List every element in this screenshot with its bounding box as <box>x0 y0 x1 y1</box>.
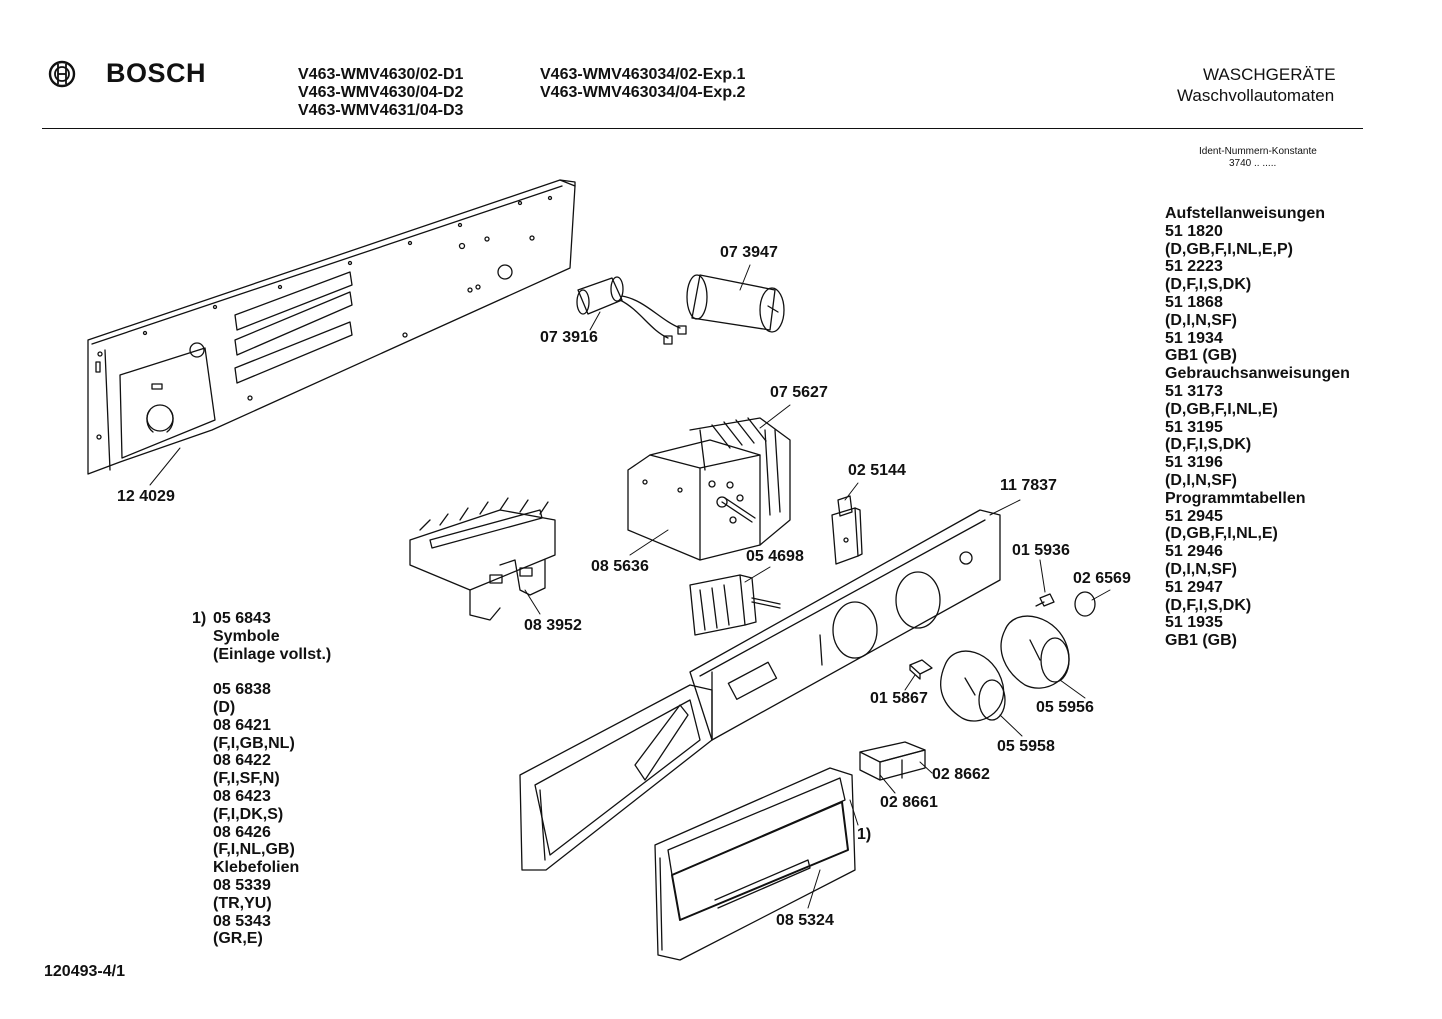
model-line: V463-WMV4631/04-D3 <box>298 102 464 119</box>
foil-item: Symbole <box>213 627 280 645</box>
temperature-selector <box>690 575 780 635</box>
part-label: 01 5936 <box>1012 542 1070 559</box>
doc-item: 51 2946 <box>1165 543 1223 561</box>
foil-item: (TR,YU) <box>213 894 272 912</box>
foil-list: 05 6843 Symbole (Einlage vollst.) 05 683… <box>213 610 331 948</box>
part-label: 02 8661 <box>880 794 938 811</box>
doc-item: 51 3195 <box>1165 418 1223 436</box>
ident-number-block: Ident-Nummern-Konstante 3740 .. ..... <box>1199 146 1317 170</box>
foil-item: 08 5343 <box>213 912 271 930</box>
foil-item: 08 6422 <box>213 752 271 770</box>
doc-item: 51 3196 <box>1165 454 1223 472</box>
part-label: 02 8662 <box>932 766 990 783</box>
doc-item: (D,GB,F,I,NL,E) <box>1165 400 1278 418</box>
foil-item: (Einlage vollst.) <box>213 645 332 663</box>
foil-item: (GR,E) <box>213 930 263 948</box>
part-label: 05 5956 <box>1036 699 1094 716</box>
drawing-number: 120493-4/1 <box>44 963 125 980</box>
foil-item: 05 6838 <box>213 681 271 699</box>
foil-item: 08 5339 <box>213 876 271 894</box>
doc-heading: Programmtabellen <box>1165 489 1306 507</box>
doc-item: 51 1934 <box>1165 329 1223 347</box>
program-timer <box>628 418 790 560</box>
switch-bank <box>410 498 555 620</box>
brand-name: BOSCH <box>106 58 207 88</box>
doc-item: 51 2223 <box>1165 258 1223 276</box>
foil-item: 08 6423 <box>213 787 271 805</box>
foil-marker: 1) <box>192 610 207 627</box>
model-line: V463-WMV463034/02-Exp.1 <box>540 66 746 83</box>
large-capacitor <box>687 275 784 332</box>
doc-item: 51 1820 <box>1165 222 1223 240</box>
doc-item: (D,GB,F,I,NL,E,P) <box>1165 240 1293 258</box>
part-label: 07 5627 <box>770 384 828 401</box>
front-control-panel <box>690 510 1000 740</box>
part-label: 12 4029 <box>117 488 175 505</box>
small-button <box>910 660 932 679</box>
model-list-export: V463-WMV463034/02-Exp.1 V463-WMV463034/0… <box>540 66 745 102</box>
part-label: 07 3947 <box>720 244 778 261</box>
document-list: Aufstellanweisungen 51 1820 (D,GB,F,I,NL… <box>1165 205 1350 650</box>
doc-item: (D,F,I,S,DK) <box>1165 276 1252 294</box>
doc-item: 51 2947 <box>1165 578 1223 596</box>
part-label: 02 5144 <box>848 462 906 479</box>
part-label: 02 6569 <box>1073 570 1131 587</box>
doc-item: (D,I,N,SF) <box>1165 471 1237 489</box>
doc-heading: Gebrauchsanweisungen <box>1165 365 1350 383</box>
category-title: WASCHGERÄTE <box>1203 65 1336 84</box>
bosch-armature-icon <box>48 60 76 88</box>
part-label: 08 5324 <box>776 912 834 929</box>
small-capacitor <box>577 277 686 344</box>
part-label: 08 3952 <box>524 617 582 634</box>
model-line: V463-WMV463034/04-Exp.2 <box>540 84 746 101</box>
foil-item: (F,I,DK,S) <box>213 805 284 823</box>
part-label: 01 5867 <box>870 690 928 707</box>
foil-item: 08 6426 <box>213 823 271 841</box>
doc-item: GB1 (GB) <box>1165 632 1237 650</box>
doc-item: GB1 (GB) <box>1165 347 1237 365</box>
category-subtitle: Waschvollautomaten <box>1177 86 1335 105</box>
push-buttons <box>860 742 925 780</box>
model-line: V463-WMV4630/04-D2 <box>298 84 464 101</box>
screw-and-cap <box>1036 592 1095 616</box>
doc-heading: Aufstellanweisungen <box>1165 205 1326 222</box>
doc-item: (D,F,I,S,DK) <box>1165 596 1252 614</box>
foil-item: (F,I,GB,NL) <box>213 734 295 752</box>
drawer-front-panel <box>655 768 855 960</box>
part-label: 05 5958 <box>997 738 1055 755</box>
control-panel-frame <box>88 180 575 474</box>
suppressor <box>832 496 862 564</box>
leader-lines <box>150 265 1110 908</box>
doc-item: (D,F,I,S,DK) <box>1165 436 1252 454</box>
doc-item: 51 2945 <box>1165 507 1223 525</box>
part-label: 07 3916 <box>540 329 598 346</box>
control-knobs <box>941 616 1069 721</box>
part-label: 11 7837 <box>1000 477 1057 494</box>
ident-title: Ident-Nummern-Konstante <box>1199 146 1317 157</box>
foil-item: (D) <box>213 698 236 716</box>
ident-value: 3740 .. ..... <box>1229 158 1277 169</box>
model-list-primary: V463-WMV4630/02-D1 V463-WMV4630/04-D2 V4… <box>298 66 463 120</box>
doc-item: 51 1935 <box>1165 614 1223 632</box>
model-line: V463-WMV4630/02-D1 <box>298 66 464 83</box>
foil-item: 05 6843 <box>213 610 271 627</box>
foil-item: 08 6421 <box>213 716 271 734</box>
part-label: 1) <box>857 826 872 843</box>
doc-item: 51 1868 <box>1165 293 1223 311</box>
doc-item: (D,I,N,SF) <box>1165 311 1237 329</box>
header-rule <box>42 128 1363 129</box>
part-label: 05 4698 <box>746 548 804 565</box>
part-label: 08 5636 <box>591 558 649 575</box>
product-category: WASCHGERÄTE Waschvollautomaten <box>1177 64 1373 106</box>
foil-item: Klebefolien <box>213 859 300 877</box>
doc-item: 51 3173 <box>1165 382 1223 400</box>
doc-item: (D,GB,F,I,NL,E) <box>1165 525 1278 543</box>
doc-item: (D,I,N,SF) <box>1165 560 1237 578</box>
bosch-logo <box>48 60 76 88</box>
foil-item: (F,I,SF,N) <box>213 770 280 788</box>
panel-trim-frame <box>520 685 712 870</box>
foil-item: (F,I,NL,GB) <box>213 841 295 859</box>
